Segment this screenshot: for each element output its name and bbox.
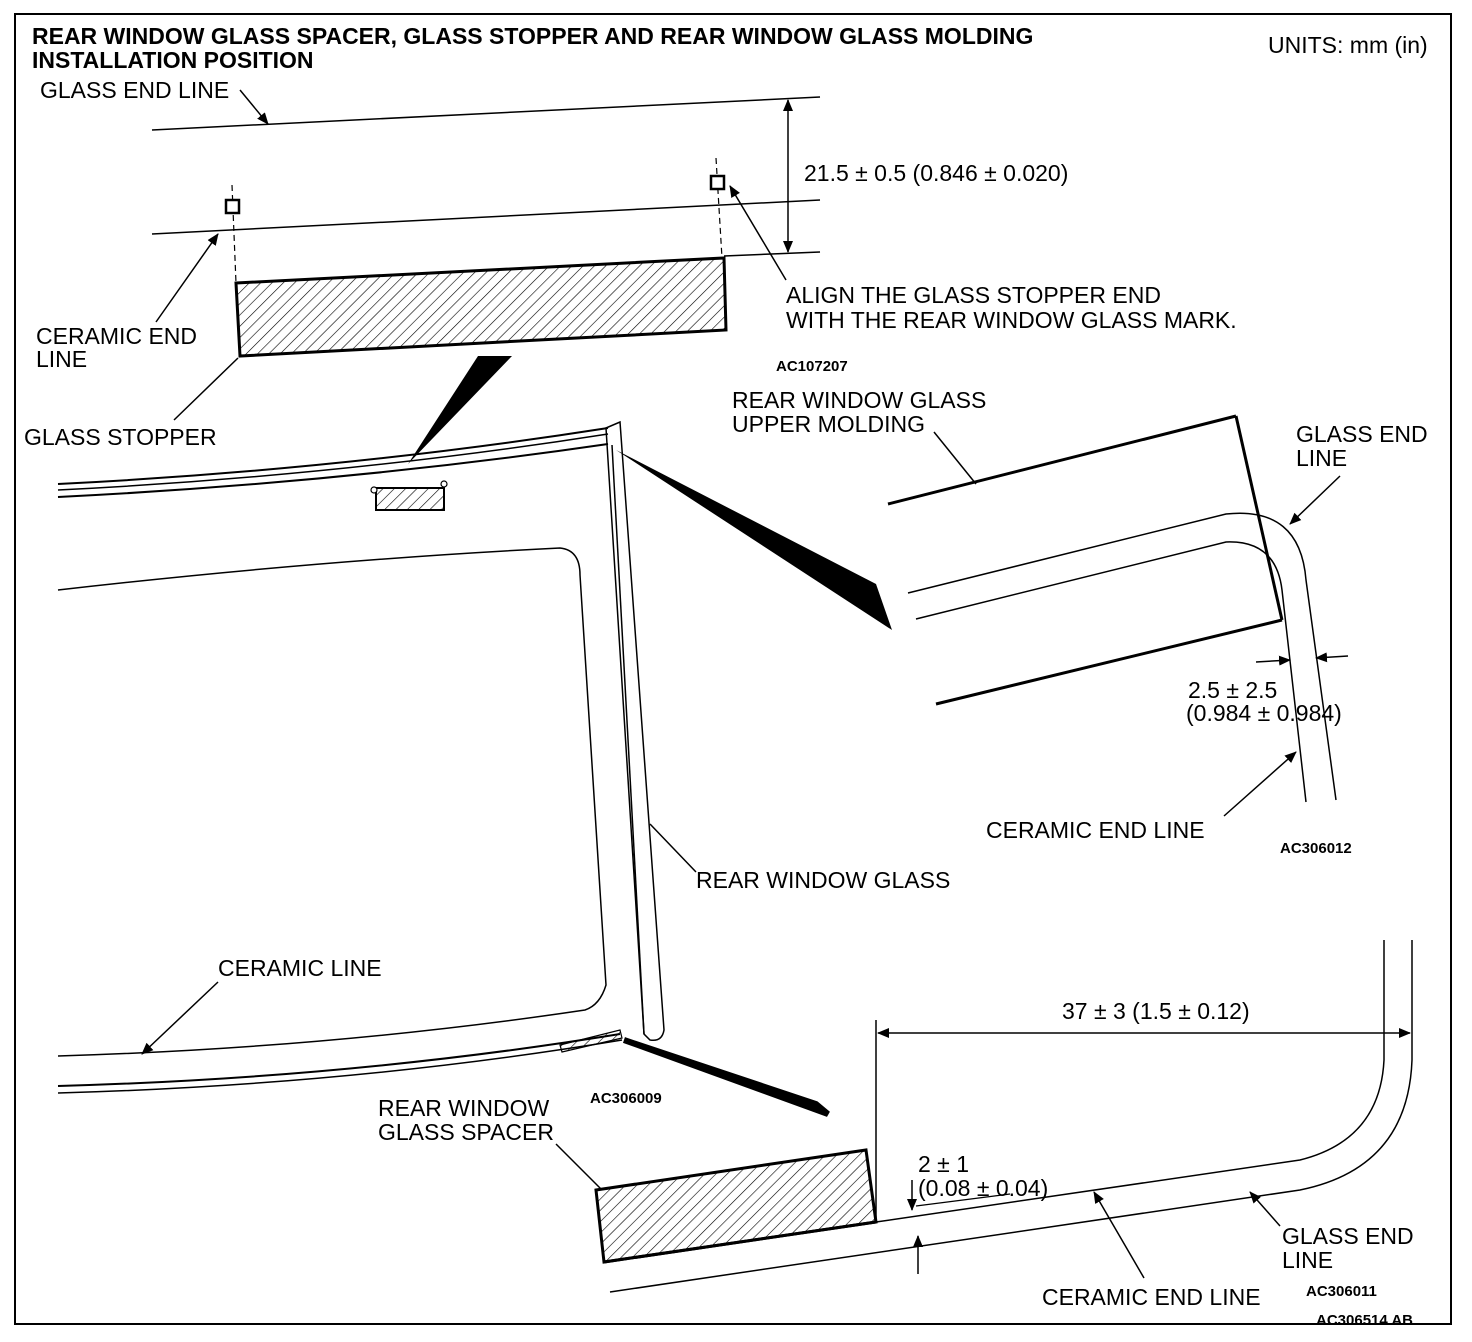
molding-dim-arrow-left <box>1255 655 1291 666</box>
spacer-detail: 37 ± 3 (1.5 ± 0.12) 2 ± 1 (0.08 ± 0.04) … <box>378 940 1414 1310</box>
spacer-gap-dimension-1: 2 ± 1 <box>918 1151 969 1177</box>
align-note-leader <box>729 185 787 281</box>
molding-glass-end-label-2: LINE <box>1296 445 1347 471</box>
stopper-pin-left <box>370 486 378 494</box>
title-line-2: INSTALLATION POSITION <box>32 47 314 73</box>
spacer-leader <box>555 1143 603 1191</box>
molding-pointer <box>616 450 892 630</box>
spacer-label-1: REAR WINDOW <box>378 1095 550 1121</box>
spacer-gap-dimension-2: (0.08 ± 0.04) <box>918 1175 1048 1201</box>
units-label: UNITS: mm (in) <box>1268 32 1428 58</box>
glass-upper-edge-3 <box>57 443 609 498</box>
glass-stopper-leader <box>173 357 239 421</box>
rear-window-glass-leader <box>649 823 697 873</box>
spacer-pointer <box>622 1037 830 1117</box>
spacer-ceramic-end-leader <box>1093 1191 1145 1279</box>
mark-line-left <box>231 184 237 284</box>
molding-ceramic-end-leader <box>1223 751 1297 817</box>
glass-upper-edge-1 <box>57 427 609 485</box>
ceramic-end-line <box>151 199 821 235</box>
ceramic-line-leader <box>141 981 219 1055</box>
molding-detail: 2.5 ± 2.5 (0.984 ± 0.984) REAR WINDOW GL… <box>732 387 1428 857</box>
spacer-lower-line <box>603 1220 877 1264</box>
gap-reference <box>915 1193 1011 1207</box>
upper-molding-label-1: REAR WINDOW GLASS <box>732 387 986 413</box>
molding-dimension-2: (0.984 ± 0.984) <box>1186 700 1342 726</box>
title-line-1: REAR WINDOW GLASS SPACER, GLASS STOPPER … <box>32 23 1033 49</box>
molding-code: AC306012 <box>1280 840 1352 857</box>
upper-molding-line <box>887 414 1237 506</box>
upper-molding-label-2: UPPER MOLDING <box>732 411 925 437</box>
molding-dim-arrow-right <box>1315 652 1349 663</box>
diagram-frame <box>14 13 1452 1325</box>
glass-end-line-label: GLASS END LINE <box>40 77 229 103</box>
glass-mark-right-icon <box>709 174 726 191</box>
ceramic-end-line-curve <box>915 541 1307 803</box>
glass-end-line-curve <box>907 512 1337 801</box>
spacer-glass-end-curve <box>609 940 1413 1293</box>
rear-window-glass-label: REAR WINDOW GLASS <box>696 867 950 893</box>
glass-lower-edge-2 <box>57 1039 623 1094</box>
spacer-width-dimension: 37 ± 3 (1.5 ± 0.12) <box>1062 998 1250 1024</box>
ceramic-end-line-label-1: CERAMIC END <box>36 323 197 349</box>
stopper-detail: 21.5 ± 0.5 (0.846 ± 0.020) GLASS END LIN… <box>24 77 1237 450</box>
spacer-glass-end-label-2: LINE <box>1282 1247 1333 1273</box>
glass-end-line-leader <box>239 89 269 125</box>
molding-dimension-1: 2.5 ± 2.5 <box>1188 677 1277 703</box>
spacer-ceramic-end-curve <box>875 940 1385 1223</box>
spacer-glass-end-label-1: GLASS END <box>1282 1223 1414 1249</box>
spacer-ceramic-end-label: CERAMIC END LINE <box>1042 1284 1261 1310</box>
stopper-on-glass <box>375 487 445 511</box>
glass-stopper-block <box>234 256 728 358</box>
ceramic-line-label: CERAMIC LINE <box>218 955 382 981</box>
main-view-code: AC306009 <box>590 1090 662 1107</box>
spacer-on-glass <box>559 1029 623 1053</box>
spacer-glass-end-leader <box>1249 1191 1281 1227</box>
molding-glass-end-label-1: GLASS END <box>1296 421 1428 447</box>
align-note-2: WITH THE REAR WINDOW GLASS MARK. <box>786 307 1237 333</box>
mark-line-right <box>715 157 723 259</box>
glass-end-line <box>151 96 821 131</box>
spacer-code: AC306011 <box>1306 1283 1377 1300</box>
stopper-pin-right <box>440 480 448 488</box>
figure-code: AC306514 AB <box>1316 1312 1413 1329</box>
side-molding <box>605 420 665 1042</box>
molding-end <box>1234 415 1284 621</box>
upper-molding-leader <box>933 431 977 485</box>
molding-ceramic-end-label: CERAMIC END LINE <box>986 817 1205 843</box>
glass-stopper-label: GLASS STOPPER <box>24 424 217 450</box>
molding-lower-line <box>935 618 1283 706</box>
stopper-code: AC107207 <box>776 358 848 375</box>
spacer-label-2: GLASS SPACER <box>378 1119 554 1145</box>
ceramic-end-line-label-2: LINE <box>36 346 87 372</box>
align-note-1: ALIGN THE GLASS STOPPER END <box>786 282 1161 308</box>
glass-spacer-block <box>594 1148 878 1264</box>
stopper-pointer <box>408 356 512 464</box>
glass-upper-edge-2 <box>57 433 609 491</box>
glass-mark-left-icon <box>224 198 241 215</box>
ceramic-end-line-leader <box>155 233 219 323</box>
ceramic-line <box>57 547 607 1057</box>
stopper-dimension: 21.5 ± 0.5 (0.846 ± 0.020) <box>804 160 1068 186</box>
molding-glass-end-leader <box>1289 475 1341 525</box>
reference-line <box>723 251 821 257</box>
main-view: REAR WINDOW GLASS CERAMIC LINE AC306009 <box>57 356 950 1117</box>
glass-side-edge <box>611 444 645 1035</box>
glass-lower-edge-1 <box>57 1033 621 1087</box>
